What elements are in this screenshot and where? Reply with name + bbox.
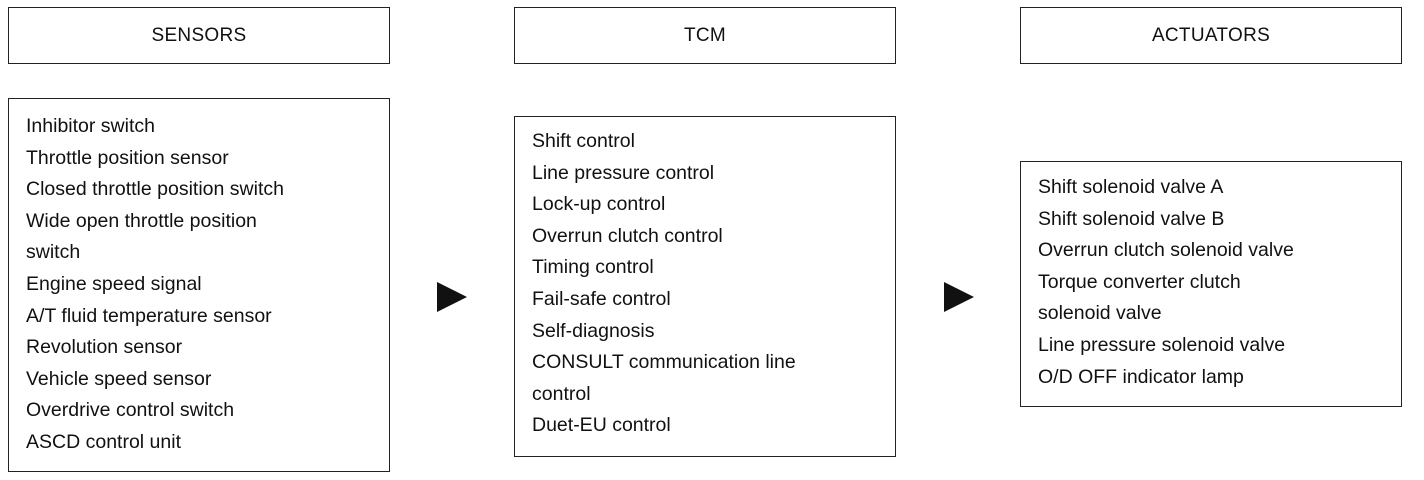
tcm-item: Duet-EU control	[532, 414, 671, 437]
tcm-list-box: Shift control Line pressure control Lock…	[514, 116, 896, 457]
tcm-item: Shift control	[532, 130, 635, 152]
sensor-item: switch	[26, 241, 81, 264]
sensor-item: Vehicle speed sensor	[26, 367, 212, 390]
sensor-item: Engine speed signal	[26, 272, 202, 295]
tcm-item: CONSULT communication line	[532, 351, 796, 374]
tcm-item: Overrun clutch control	[532, 224, 723, 247]
tcm-item: control	[532, 382, 591, 405]
sensor-item: Revolution sensor	[26, 336, 183, 359]
sensors-list-box: Inhibitor switch Throttle position senso…	[8, 98, 390, 472]
sensor-item: Overdrive control switch	[26, 399, 235, 422]
tcm-header-box: TCM	[514, 7, 896, 64]
actuator-item: Overrun clutch solenoid valve	[1038, 239, 1294, 262]
sensor-item: A/T fluid temperature sensor	[26, 304, 272, 327]
actuator-item: O/D OFF indicator lamp	[1038, 365, 1244, 388]
arrow-right-icon	[437, 282, 467, 312]
sensor-item: Inhibitor switch	[26, 115, 155, 137]
arrow-right-icon	[944, 282, 974, 312]
tcm-item: Line pressure control	[532, 161, 715, 184]
actuator-item: Shift solenoid valve A	[1038, 176, 1224, 198]
actuator-item: Torque converter clutch	[1038, 270, 1241, 293]
sensors-list: Inhibitor switch Throttle position senso…	[26, 111, 389, 459]
tcm-item: Lock-up control	[532, 193, 666, 216]
tcm-item: Timing control	[532, 256, 654, 279]
actuators-header-box: ACTUATORS	[1020, 7, 1402, 64]
sensors-header-label: SENSORS	[151, 24, 247, 46]
actuator-item: solenoid valve	[1038, 302, 1162, 325]
tcm-header-label: TCM	[683, 24, 727, 46]
tcm-item: Fail-safe control	[532, 287, 671, 310]
sensor-item: Wide open throttle position	[26, 209, 257, 232]
sensor-item: Throttle position sensor	[26, 146, 229, 169]
tcm-item: Self-diagnosis	[532, 319, 655, 342]
actuator-item: Shift solenoid valve B	[1038, 207, 1225, 230]
actuator-item: Line pressure solenoid valve	[1038, 333, 1286, 356]
tcm-list: Shift control Line pressure control Lock…	[532, 126, 895, 442]
sensors-header-box: SENSORS	[8, 7, 390, 64]
actuators-list: Shift solenoid valve A Shift solenoid va…	[1038, 172, 1401, 393]
actuators-header-label: ACTUATORS	[1151, 24, 1271, 46]
sensor-item: Closed throttle position switch	[26, 178, 284, 201]
actuators-list-box: Shift solenoid valve A Shift solenoid va…	[1020, 161, 1402, 407]
sensor-item: ASCD control unit	[26, 430, 181, 453]
